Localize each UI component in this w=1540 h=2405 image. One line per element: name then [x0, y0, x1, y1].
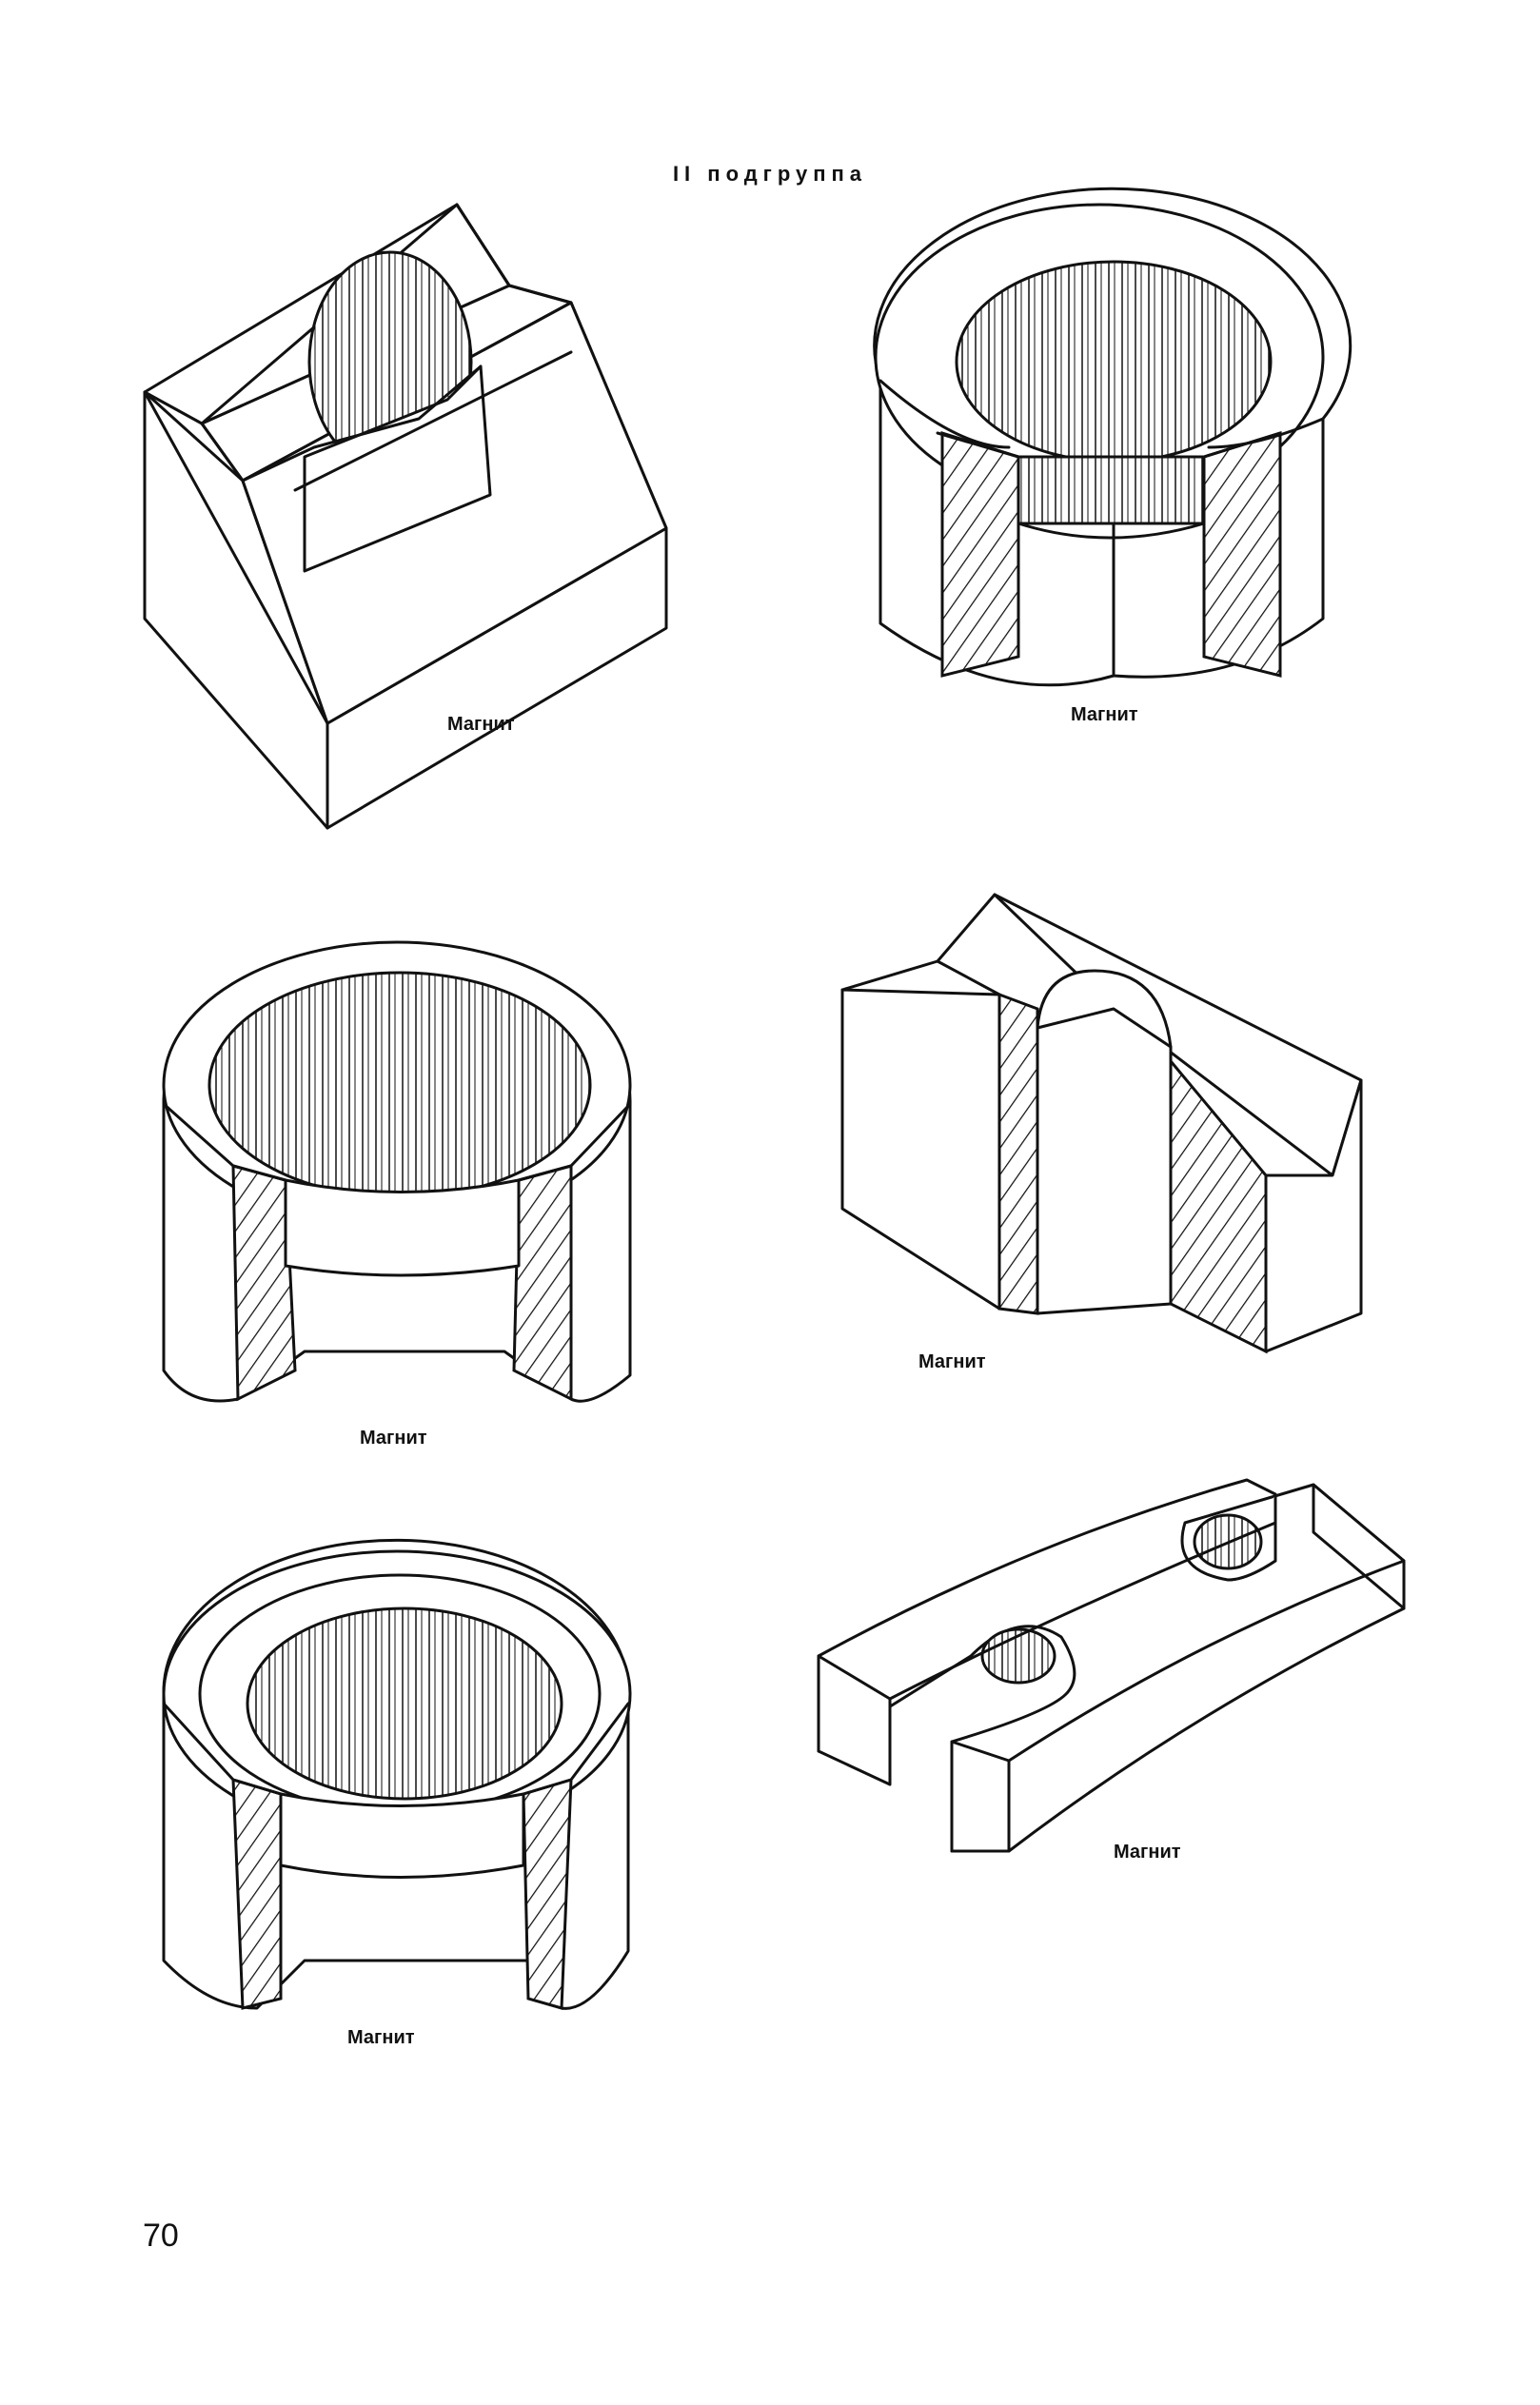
- caption-fig5: Магнит: [1114, 1842, 1181, 1863]
- caption-fig2: Магнит: [1071, 704, 1138, 725]
- caption-fig3: Магнит: [360, 1428, 427, 1449]
- caption-fig4: Магнит: [918, 1351, 986, 1372]
- caption-fig6: Магнит: [347, 2027, 415, 2048]
- drawing-cut-ring-magnet: [162, 940, 632, 1403]
- caption-fig1: Магнит: [447, 714, 515, 735]
- page-number: 70: [143, 2218, 179, 2254]
- drawing-u-slot-block-magnet: [840, 893, 1363, 1354]
- drawing-double-ring-magnet: [162, 1538, 632, 2010]
- drawing-v-block-magnet: [143, 203, 668, 830]
- section-heading: II подгруппа: [672, 162, 868, 186]
- drawing-curved-bar-magnet: [817, 1478, 1406, 1853]
- drawing-cut-ring-step-magnet: [873, 187, 1352, 687]
